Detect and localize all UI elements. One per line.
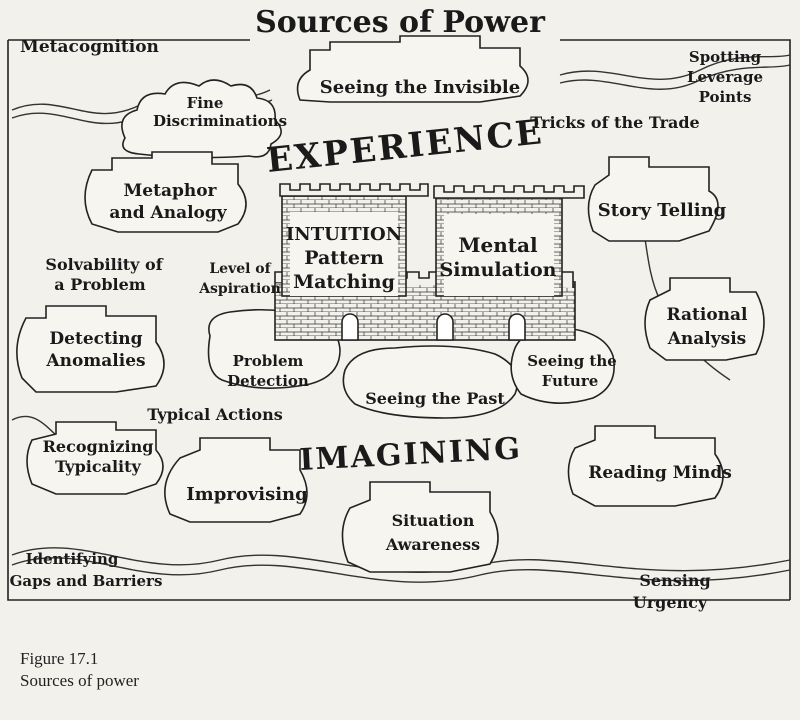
label-tricks: Tricks of the Trade — [530, 113, 699, 132]
figure-caption-text: Sources of power — [20, 671, 139, 690]
label-spotting-1: Spotting — [689, 48, 762, 66]
imagining-label: IMAGINING — [299, 431, 523, 478]
frame — [7, 39, 791, 601]
label-future-1: Seeing the — [527, 352, 617, 370]
rational-analysis-cloud — [644, 277, 765, 361]
diagram-title: Sources of Power — [255, 5, 546, 40]
detecting-anomalies-cloud — [16, 305, 165, 393]
label-urgency-2: Urgency — [633, 593, 708, 612]
tower-right-line2: Simulation — [440, 259, 557, 281]
label-story-telling: Story Telling — [598, 200, 727, 221]
tower-left-line3: Matching — [293, 271, 395, 293]
label-spotting-3: Points — [699, 88, 752, 106]
tower-left-line2: Pattern — [304, 247, 384, 269]
seeing-invisible-cloud — [296, 35, 529, 103]
label-seeing-past: Seeing the Past — [365, 389, 505, 408]
label-typical-actions: Typical Actions — [147, 405, 282, 424]
seeing-past-cloud — [342, 345, 519, 419]
cloud-bubbles — [16, 35, 765, 573]
improvising-cloud — [164, 437, 308, 523]
label-rational-1: Rational — [666, 305, 748, 325]
experience-label: EXPERIENCE — [265, 112, 546, 181]
label-situation-1: Situation — [392, 511, 475, 530]
metaphor-analogy-cloud — [84, 151, 247, 233]
label-reading-minds: Reading Minds — [588, 463, 732, 483]
label-gaps-2: Gaps and Barriers — [10, 572, 163, 590]
label-solvability-2: a Problem — [54, 275, 146, 294]
tower-right-line1: Mental — [458, 233, 538, 257]
label-situation-2: Awareness — [385, 535, 480, 554]
label-metaphor-1: Metaphor — [123, 181, 217, 201]
label-fine-1: Fine — [187, 94, 224, 112]
label-metaphor-2: and Analogy — [109, 203, 227, 223]
gate-left — [341, 313, 359, 341]
label-rational-2: Analysis — [667, 329, 747, 349]
recognizing-typicality-cloud — [26, 421, 164, 495]
label-anomalies-2: Anomalies — [45, 351, 145, 371]
figure-number: Figure 17.1 — [20, 649, 99, 668]
label-problem-1: Problem — [233, 352, 304, 370]
label-gaps-1: Identifying — [26, 550, 119, 568]
label-typicality-1: Recognizing — [43, 437, 154, 456]
gate-center — [436, 313, 454, 341]
situation-awareness-cloud — [341, 481, 499, 573]
tower-right-battlements — [433, 185, 585, 199]
label-fine-2: Discriminations — [153, 112, 287, 130]
label-anomalies-1: Detecting — [49, 329, 142, 349]
label-improvising: Improvising — [186, 484, 308, 505]
label-problem-2: Detection — [227, 372, 309, 390]
label-seeing-invisible: Seeing the Invisible — [320, 77, 520, 98]
castle — [274, 183, 585, 341]
label-aspiration-2: Aspiration — [198, 281, 281, 297]
tower-left-battlements — [279, 183, 429, 197]
tower-left-line1: INTUITION — [286, 224, 402, 245]
reading-minds-cloud — [567, 425, 724, 507]
story-telling-cloud — [587, 156, 719, 242]
label-solvability-1: Solvability of — [45, 255, 163, 274]
figure-caption: Figure 17.1 Sources of power — [20, 648, 139, 692]
label-aspiration-1: Level of — [209, 261, 271, 277]
label-typicality-2: Typicality — [55, 457, 141, 476]
label-spotting-2: Leverage — [687, 68, 763, 86]
gate-right — [508, 313, 526, 341]
sources-of-power-illustration: EXPERIENCE IMAGINING Sources of Power IN… — [7, 5, 791, 612]
label-urgency-1: Sensing — [639, 571, 710, 590]
label-metacognition: Metacognition — [20, 37, 159, 57]
label-future-2: Future — [542, 372, 599, 390]
